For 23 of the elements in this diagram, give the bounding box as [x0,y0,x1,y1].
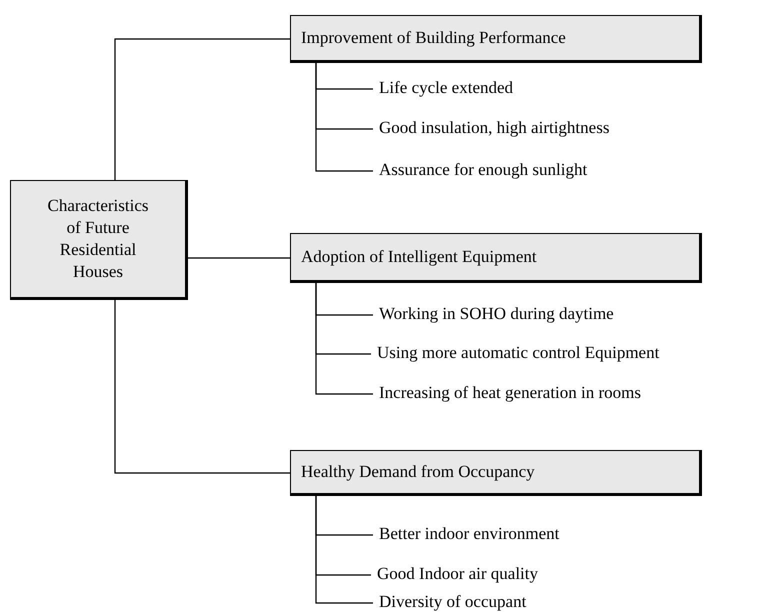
item-text: Life cycle extended [379,77,514,99]
item-text: Better indoor environment [379,523,560,545]
root-box [10,180,188,300]
box-label: Healthy Demand from Occupancy [300,462,535,482]
connector-line [315,283,373,395]
item-text: Diversity of occupant [379,591,526,613]
item-text: Using more automatic control Equipment [377,342,660,364]
item-text: Working in SOHO during daytime [379,303,614,325]
connector-line [188,257,290,259]
connector-line [114,300,290,474]
connector-line [114,38,290,180]
item-text: Assurance for enough sunlight [379,159,588,181]
category-box [290,15,702,63]
box-label: Characteristics of Future Residential Houses [46,194,150,284]
category-box [290,450,702,496]
connector-line [315,496,373,604]
box-label: Improvement of Building Performance [300,28,566,48]
connector-line [315,63,373,172]
item-text: Increasing of heat generation in rooms [379,382,641,404]
category-box [290,233,702,283]
item-text: Good Indoor air quality [377,563,538,585]
item-text: Good insulation, high airtightness [379,117,610,139]
box-label: Adoption of Intelligent Equipment [300,247,537,267]
